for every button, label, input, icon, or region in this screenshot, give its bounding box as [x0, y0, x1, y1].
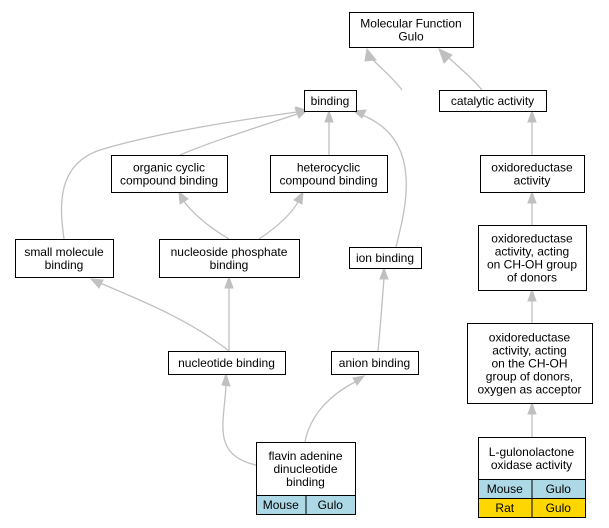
edge-oxchoh-oxidoreductase-arrowhead: [527, 190, 537, 204]
node-label-line: nucleotide binding: [178, 356, 275, 370]
node-box: [480, 155, 585, 193]
edge-ion-binding: [361, 114, 407, 248]
node-box: [270, 155, 388, 193]
edge-anion-ion-arrowhead: [379, 266, 389, 280]
node-box: [168, 351, 286, 375]
node-label-line: binding: [311, 94, 350, 108]
edge-binding-mf-arrowhead: [364, 47, 377, 62]
node-label-line: Molecular Function: [360, 17, 461, 31]
node-label-line: anion binding: [339, 356, 410, 370]
edge-nucleoside-heterocyclic-arrowhead: [293, 190, 304, 205]
annotation-species: Mouse: [487, 482, 523, 496]
node-label-line: activity: [514, 174, 551, 188]
edge-heterocyclic-binding-arrowhead: [324, 109, 334, 123]
node-label-line: organic cyclic: [133, 161, 205, 175]
node-label-line: group of donors,: [486, 370, 573, 384]
node-box: [111, 155, 228, 193]
annotation-gene-cell: [305, 495, 356, 515]
edge-small-molecule-binding: [60, 111, 298, 240]
annotation-species: Rat: [495, 501, 514, 515]
edge-fad-nucleotide: [222, 383, 257, 466]
node-label-line: oxidoreductase: [491, 232, 573, 246]
edge-nucleoside-organic: [182, 199, 230, 240]
edge-small-molecule-binding-arrowhead: [295, 106, 307, 118]
node-label-line: L-gulonolactone: [489, 445, 575, 459]
edge-anion-ion: [377, 277, 385, 352]
edge-nucleoside-heterocyclic: [258, 199, 300, 240]
node-box: [331, 351, 419, 375]
node-label-line: on CH-OH group: [487, 258, 577, 272]
node-label-line: ion binding: [356, 251, 414, 265]
node-label-line: binding: [210, 258, 249, 272]
node-binding[interactable]: binding: [304, 90, 357, 112]
edge-nucleotide-small-molecule: [99, 282, 230, 352]
node-label-line: Gulo: [398, 30, 424, 44]
node-label-line: heterocyclic: [297, 161, 360, 175]
node-box: [467, 323, 593, 404]
node-label-line: oxidase activity: [491, 458, 572, 472]
node-label-line: oxidoreductase: [489, 331, 571, 345]
edge-fad-nucleotide-arrowhead: [221, 372, 231, 387]
node-label-line: catalytic activity: [451, 94, 534, 108]
node-label-line: nucleoside phosphate: [171, 245, 288, 259]
node-catalytic[interactable]: catalytic activity: [439, 90, 547, 112]
edge-catalytic-mf-arrowhead: [438, 48, 453, 64]
node-box: [304, 90, 357, 112]
edge-fad-anion: [304, 381, 356, 443]
node-label-line: oxidoreductase: [491, 161, 573, 175]
node-label-line: small molecule: [24, 245, 104, 259]
edge-oxoxygen-oxchoh-arrowhead: [527, 288, 537, 302]
edge-catalytic-mf: [448, 57, 483, 91]
annotation-gene: Gulo: [546, 501, 572, 515]
edge-binding-mf: [370, 57, 403, 91]
node-label-line: compound binding: [120, 174, 218, 188]
node-label-line: flavin adenine: [268, 449, 342, 463]
node-label-line: binding: [286, 475, 325, 489]
node-box: [349, 247, 422, 269]
node-label-line: oxygen as acceptor: [477, 383, 581, 397]
edge-nucleoside-organic-arrowhead: [178, 190, 189, 205]
node-label-line: activity, acting: [492, 344, 566, 358]
node-nucleotide[interactable]: nucleotide binding: [168, 351, 286, 375]
annotation-species: Mouse: [263, 498, 299, 512]
node-box: [478, 225, 587, 291]
annotation-gene: Gulo: [546, 482, 572, 496]
node-label-line: binding: [45, 258, 84, 272]
edges: [60, 47, 537, 466]
edge-fad-anion-arrowhead: [352, 375, 366, 386]
node-anion[interactable]: anion binding: [331, 351, 419, 375]
node-box: [439, 90, 547, 112]
node-box: [349, 12, 474, 48]
node-label-line: compound binding: [279, 174, 377, 188]
annotation-gene-cell: [531, 498, 586, 518]
edge-nucleotide-small-molecule-arrowhead: [89, 278, 104, 289]
edge-organic-binding: [179, 113, 298, 156]
node-ion[interactable]: ion binding: [349, 247, 422, 269]
annotation-gene: Gulo: [318, 498, 344, 512]
edge-nucleotide-nucleoside-arrowhead: [224, 275, 234, 289]
node-label-line: of donors: [507, 271, 557, 285]
edge-gulono-oxoxygen-arrowhead: [527, 401, 537, 415]
node-box: [159, 239, 300, 278]
edge-oxidoreductase-catalytic-arrowhead: [527, 109, 537, 123]
node-label-line: on the CH-OH: [491, 357, 567, 371]
node-label-line: dinucleotide: [273, 462, 337, 476]
node-label-line: activity, acting: [495, 245, 569, 259]
node-box: [15, 239, 114, 278]
